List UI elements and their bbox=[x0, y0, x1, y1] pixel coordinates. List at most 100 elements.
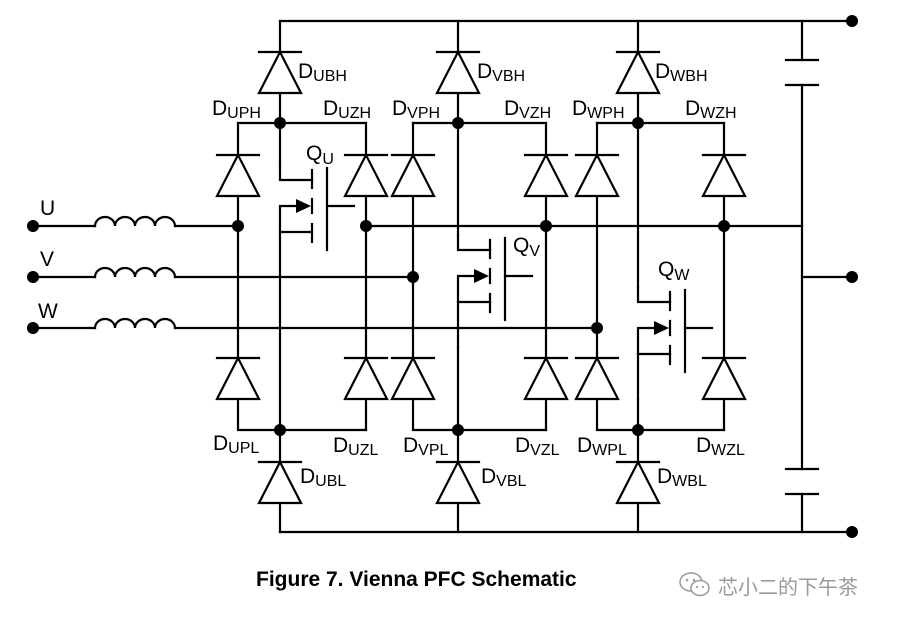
diode-dwbl bbox=[615, 459, 661, 505]
diode-triangle bbox=[523, 355, 569, 401]
diode-duzh bbox=[343, 152, 389, 198]
inductor-u bbox=[93, 215, 177, 228]
diode-triangle bbox=[523, 152, 569, 198]
diode-dubh bbox=[257, 49, 303, 95]
inductor-v bbox=[93, 266, 177, 279]
output-terminal-negative bbox=[846, 526, 858, 538]
label-dvbh: DVBH bbox=[477, 60, 525, 85]
mosfet-arrow bbox=[296, 199, 311, 213]
diode-triangle bbox=[574, 355, 620, 401]
mosfet-qw bbox=[636, 285, 714, 401]
watermark: 芯小二的下午茶 bbox=[678, 570, 858, 600]
mosfet-body bbox=[278, 204, 300, 279]
watermark-text: 芯小二的下午茶 bbox=[718, 574, 858, 599]
junction-dot bbox=[274, 117, 286, 129]
diode-dvzh bbox=[523, 152, 569, 198]
wires bbox=[31, 19, 854, 534]
labels: U V W DUBH DVBH DWBH DUPH DUZH DVPH DVZH… bbox=[38, 60, 745, 490]
label-duzl: DUZL bbox=[333, 434, 379, 459]
inductor-coil bbox=[93, 317, 177, 330]
mosfet-arrow bbox=[654, 321, 669, 335]
junction-dot bbox=[407, 271, 419, 283]
junction-dot bbox=[452, 117, 464, 129]
diode-triangle bbox=[343, 152, 389, 198]
inductor-coil bbox=[93, 266, 177, 279]
lower-node-bus bbox=[411, 397, 548, 432]
diode-triangle bbox=[257, 49, 303, 95]
label-dvbl: DVBL bbox=[481, 465, 527, 490]
lower-node-bus bbox=[236, 397, 368, 432]
figure-caption: Figure 7. Vienna PFC Schematic bbox=[256, 568, 577, 591]
label-dupl: DUPL bbox=[213, 432, 259, 457]
junction-dot bbox=[540, 220, 552, 232]
lower-node-bus bbox=[595, 397, 726, 432]
inductor-coil bbox=[93, 215, 177, 228]
label-dwbh: DWBH bbox=[655, 60, 708, 85]
diode-dvbh bbox=[435, 49, 481, 95]
diode-dwph bbox=[574, 152, 620, 198]
junction-dot bbox=[632, 117, 644, 129]
diode-triangle bbox=[701, 355, 747, 401]
diode-triangle bbox=[435, 459, 481, 505]
input-label-w: W bbox=[38, 300, 58, 323]
diode-triangle bbox=[435, 49, 481, 95]
input-label-v: V bbox=[40, 248, 54, 271]
diode-triangle bbox=[574, 152, 620, 198]
diode-triangle bbox=[215, 152, 261, 198]
input-terminal-w bbox=[27, 322, 39, 334]
mosfet-body bbox=[636, 326, 658, 401]
label-dwpl: DWPL bbox=[577, 434, 627, 459]
diode-dvbl bbox=[435, 459, 481, 505]
diode-duph bbox=[215, 152, 261, 198]
label-dwbl: DWBL bbox=[657, 465, 707, 490]
label-qu: QU bbox=[306, 142, 334, 168]
input-label-u: U bbox=[40, 197, 55, 220]
label-dubh: DUBH bbox=[298, 60, 347, 85]
label-dvph: DVPH bbox=[392, 97, 440, 122]
diode-triangle bbox=[615, 459, 661, 505]
mosfet-qv bbox=[456, 233, 534, 349]
label-duph: DUPH bbox=[212, 97, 261, 122]
label-dwzl: DWZL bbox=[696, 434, 745, 459]
label-qw: QW bbox=[658, 258, 690, 284]
label-dvzl: DVZL bbox=[515, 434, 560, 459]
mosfet-drain bbox=[278, 163, 314, 182]
wechat-icon bbox=[679, 572, 710, 597]
diode-triangle bbox=[257, 459, 303, 505]
diode-triangle bbox=[615, 49, 661, 95]
diode-dwpl bbox=[574, 355, 620, 401]
label-qv: QV bbox=[513, 234, 540, 260]
junction-dot bbox=[360, 220, 372, 232]
junction-dot bbox=[232, 220, 244, 232]
diode-triangle bbox=[390, 152, 436, 198]
label-dvzh: DVZH bbox=[504, 97, 551, 122]
diode-dvph bbox=[390, 152, 436, 198]
label-dvpl: DVPL bbox=[403, 434, 449, 459]
diode-triangle bbox=[343, 355, 389, 401]
label-dwph: DWPH bbox=[572, 97, 625, 122]
diode-dwzl bbox=[701, 355, 747, 401]
mosfet-drain bbox=[636, 285, 672, 304]
mosfet-drain bbox=[456, 233, 492, 252]
inductor-w bbox=[93, 317, 177, 330]
diode-dwbh bbox=[615, 49, 661, 95]
diode-dvzl bbox=[523, 355, 569, 401]
diode-dupl bbox=[215, 355, 261, 401]
output-terminal-positive bbox=[846, 15, 858, 27]
diode-dubl bbox=[257, 459, 303, 505]
junction-dot bbox=[718, 220, 730, 232]
input-terminal-v bbox=[27, 271, 39, 283]
junction-dot bbox=[632, 424, 644, 436]
mosfet-body bbox=[456, 274, 478, 349]
junction-dot bbox=[591, 322, 603, 334]
output-terminal-midpoint bbox=[846, 271, 858, 283]
diode-triangle bbox=[215, 355, 261, 401]
diode-duzl bbox=[343, 355, 389, 401]
diode-dvpl bbox=[390, 355, 436, 401]
diode-triangle bbox=[701, 152, 747, 198]
label-duzh: DUZH bbox=[323, 97, 371, 122]
input-terminal-u bbox=[27, 220, 39, 232]
diode-dwzh bbox=[701, 152, 747, 198]
components bbox=[27, 15, 858, 538]
